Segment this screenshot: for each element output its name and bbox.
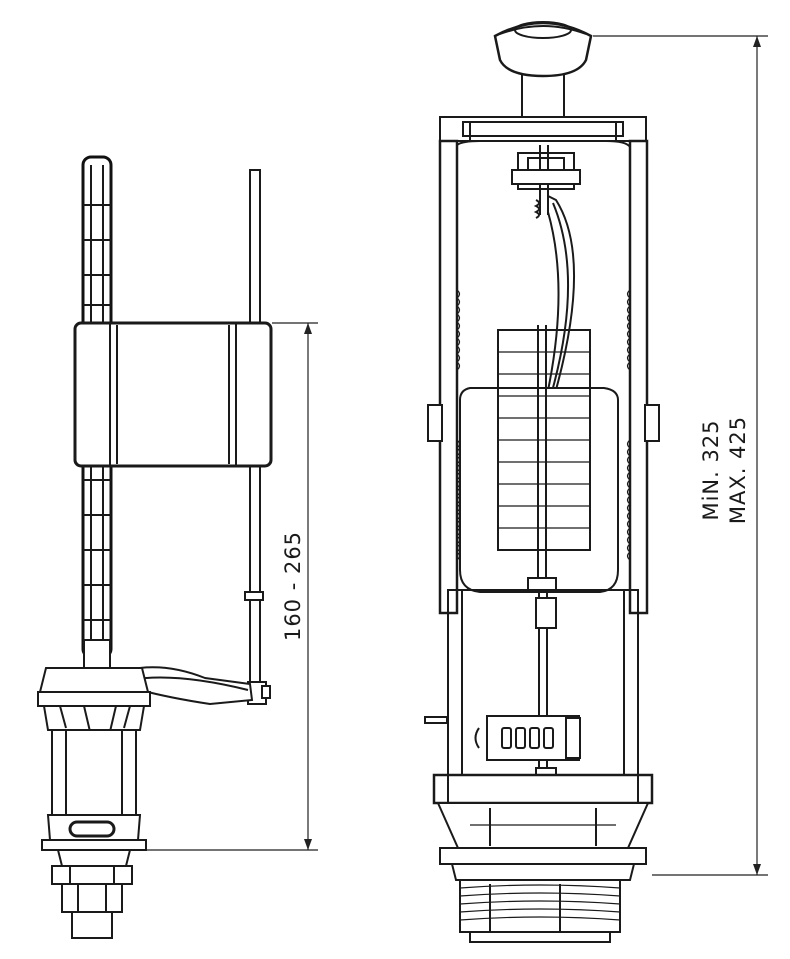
fill-valve-dimension: 160 - 265 (146, 322, 318, 851)
flush-valve-top-cap (439, 116, 647, 142)
flush-valve-frame (427, 139, 660, 615)
flush-valve-body (424, 589, 639, 799)
fill-valve-body (41, 729, 147, 867)
flush-valve-outlet-thread (459, 879, 621, 943)
fill-valve-float (73, 321, 273, 468)
fill-valve: 160 - 265 (37, 155, 318, 939)
flush-valve-dimension: MiN. 325 MAX. 425 (593, 35, 768, 876)
fill-valve-height-label: 160 - 265 (281, 531, 305, 641)
flush-valve: MiN. 325 MAX. 425 (424, 21, 768, 943)
flush-valve-top-mechanism (511, 145, 581, 406)
flush-valve-max-label: MAX. 425 (726, 416, 750, 524)
fill-valve-head (37, 639, 151, 752)
fill-valve-shank (51, 865, 133, 939)
flush-valve-min-label: MiN. 325 (699, 419, 723, 520)
flush-valve-push-button (493, 21, 593, 119)
flush-valve-base (432, 773, 654, 881)
flush-valve-float (459, 325, 619, 593)
